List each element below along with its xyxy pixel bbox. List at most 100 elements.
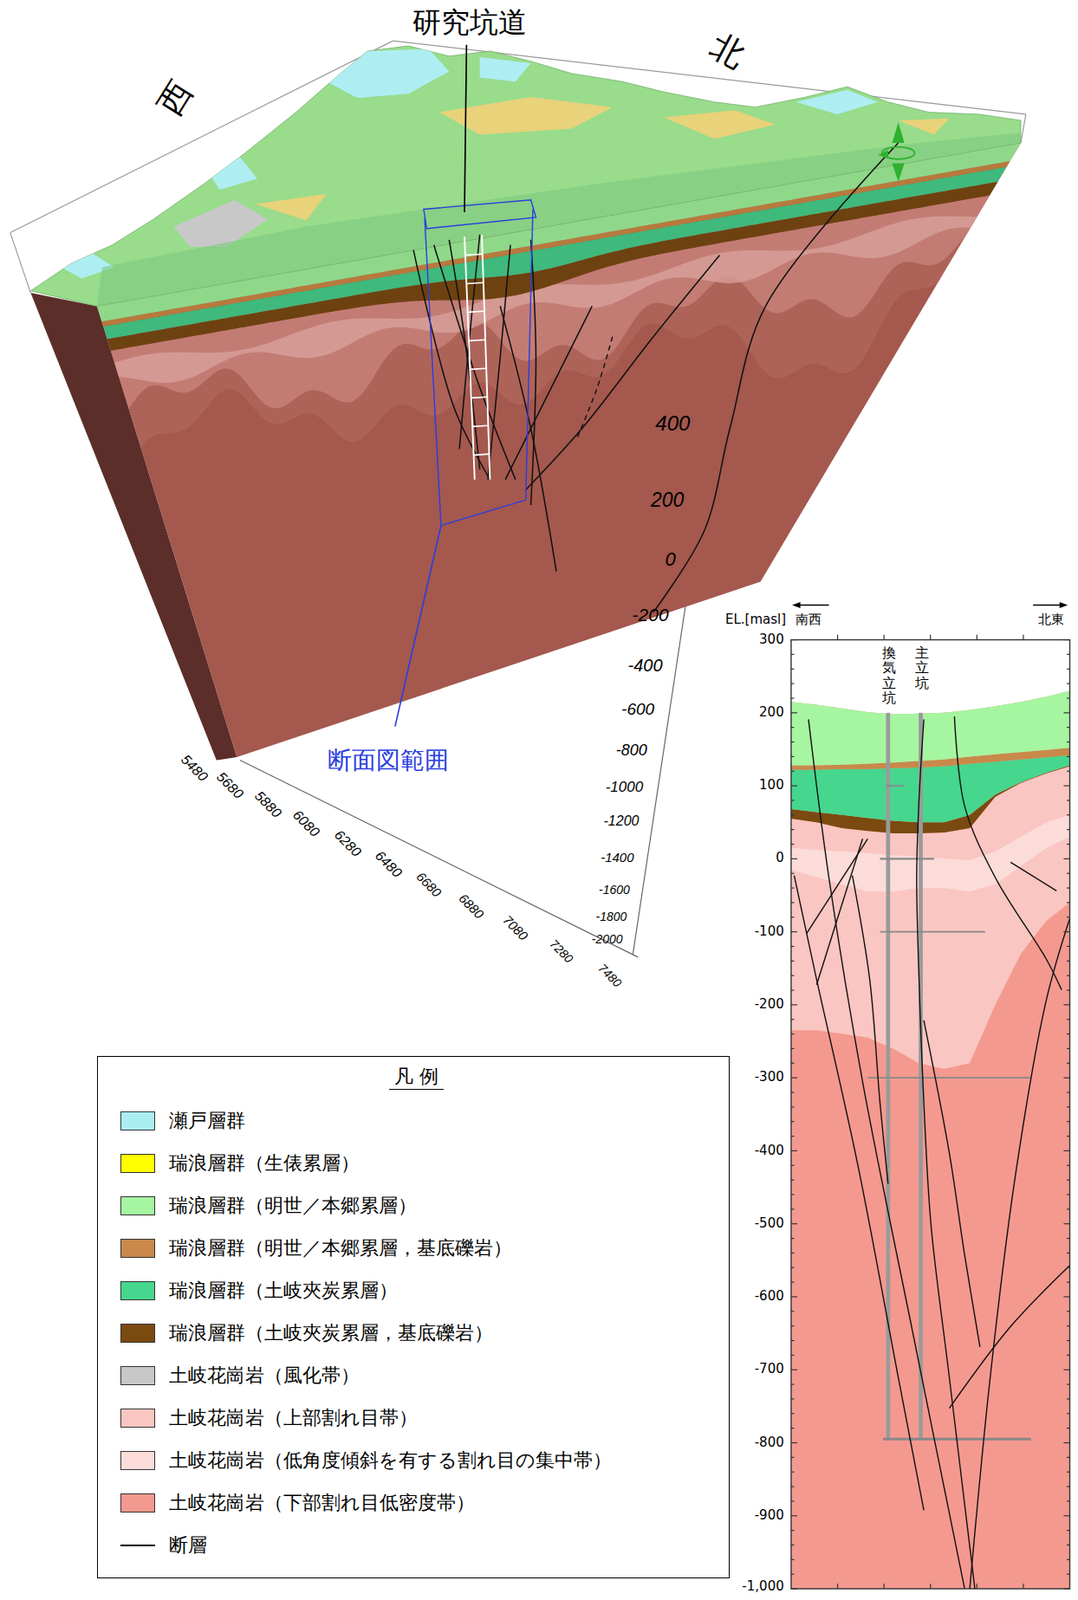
coordinate-number: 7280: [546, 936, 576, 966]
axis-tick: [1063, 1442, 1070, 1444]
axis-tick: [929, 1584, 931, 1590]
axis-tick: [791, 1180, 795, 1182]
axis-tick: [1066, 916, 1071, 918]
axis-tick: [1066, 741, 1071, 743]
axis-tick: [791, 668, 795, 670]
elevation-number: 0: [665, 548, 676, 571]
axis-tick: [791, 1033, 795, 1035]
axis-tick: [791, 1165, 795, 1167]
axis-tick: [1066, 814, 1071, 816]
legend-swatch: [120, 1409, 156, 1429]
axis-tick: [1066, 946, 1071, 948]
gallery-line: [867, 1077, 1031, 1079]
axis-tick: [791, 1530, 795, 1532]
fault-line: [526, 254, 721, 490]
axis-tick: [1066, 1063, 1071, 1065]
elevation-number: -2000: [591, 932, 624, 947]
axis-tick: [1066, 1106, 1071, 1108]
axis-tick: [791, 961, 795, 962]
section-range-box: [395, 200, 537, 728]
range-edge: [526, 208, 533, 501]
axis-tick: [1063, 1223, 1070, 1225]
axis-tick: [791, 697, 795, 699]
axis-tick: [791, 1063, 795, 1065]
fault-line: [852, 876, 889, 1185]
seto-outcrop: [480, 57, 532, 82]
axis-tick: [791, 741, 795, 743]
legend-text: 瑞浪層群（明世／本郷累層，基底礫岩）: [168, 1237, 513, 1260]
axis-tick: [1066, 1574, 1071, 1576]
legend-text: 土岐花崗岩（低角度傾斜を有する割れ目の集中帯）: [168, 1449, 612, 1473]
axis-tick: [1066, 1091, 1071, 1093]
legend-swatch: [120, 1154, 156, 1174]
legend-text: 土岐花崗岩（上部割れ目帯）: [168, 1407, 418, 1430]
axis-tick: [791, 975, 795, 977]
axis-tick: [1066, 1383, 1071, 1385]
axis-tick: [791, 1588, 798, 1590]
axis-tick: [1066, 1530, 1071, 1532]
oidawara-outcrop: [255, 194, 327, 221]
axis-tick: [1063, 1588, 1070, 1590]
direction-arrow: [798, 604, 829, 606]
frame-line: [10, 233, 32, 293]
axis-tick: [791, 1238, 795, 1240]
axis-tick: [791, 727, 795, 728]
legend-text: 土岐花崗岩（下部割れ目低密度帯）: [168, 1492, 475, 1515]
elevation-number: 200: [759, 705, 785, 721]
axis-tick: [791, 1472, 795, 1474]
legend-swatch: [120, 1493, 156, 1514]
axis-tick: [1066, 873, 1071, 875]
fault-line: [954, 716, 1062, 991]
elevation-number: -800: [616, 741, 648, 760]
axis-tick: [791, 1340, 795, 1342]
axis-tick: [1066, 1545, 1071, 1546]
axis-tick: [1066, 1398, 1071, 1400]
section-frame: [791, 640, 1071, 1590]
axis-tick: [1066, 727, 1071, 728]
coordinate-number: 7480: [596, 961, 625, 990]
axis-tick: [791, 1019, 795, 1020]
fault-line: [505, 305, 592, 480]
axis-tick: [1066, 1311, 1071, 1312]
gallery-rung: [469, 368, 487, 370]
axis-tick: [791, 1121, 795, 1123]
legend-row: 瀬戸層群: [120, 1100, 712, 1143]
axis-tick: [1066, 1033, 1071, 1035]
range-label: 断面図範囲: [327, 746, 449, 775]
axis-tick: [1066, 902, 1071, 903]
direction-label: 北: [703, 26, 751, 76]
elevation-number: 400: [655, 411, 690, 436]
axis-tick: [791, 799, 795, 801]
arrow-head: [1059, 602, 1068, 609]
elevation-number: -600: [754, 1289, 785, 1305]
elevation-number: -400: [628, 655, 663, 676]
axis-tick: [791, 1574, 795, 1576]
axis-tick: [791, 931, 798, 933]
elevation-number: -100: [754, 924, 785, 940]
elevation-number: 200: [650, 488, 684, 512]
legend-row: 土岐花崗岩（上部割れ目帯）: [120, 1397, 712, 1441]
direction-label: 西: [150, 73, 201, 122]
terrain-front-strip: [97, 132, 1021, 306]
elevation-number: 300: [759, 632, 785, 648]
range-top: [423, 200, 537, 229]
axis-tick: [791, 756, 795, 758]
axis-tick: [1066, 1500, 1071, 1502]
axis-tick: [1066, 1019, 1071, 1020]
legend-text: 土岐花崗岩（風化帯）: [168, 1364, 360, 1388]
axis-tick: [791, 654, 795, 656]
axis-tick: [791, 712, 798, 714]
fault-line: [816, 838, 863, 985]
axis-tick: [791, 844, 795, 845]
axis-tick: [1066, 683, 1071, 685]
axis-tick: [791, 1442, 798, 1444]
axis-tick: [1022, 1584, 1024, 1590]
axis-tick: [791, 1267, 795, 1269]
axis-line: [240, 760, 638, 958]
legend-box: 凡 例瀬戸層群瑞浪層群（生俵累層）瑞浪層群（明世／本郷累層）瑞浪層群（明世／本郷…: [97, 1056, 730, 1579]
axis-tick: [1066, 1238, 1071, 1240]
axis-tick: [1066, 1048, 1071, 1050]
axis-tick: [1066, 1282, 1071, 1284]
elevation-number: -900: [754, 1508, 785, 1524]
axis-tick: [1066, 1165, 1071, 1167]
